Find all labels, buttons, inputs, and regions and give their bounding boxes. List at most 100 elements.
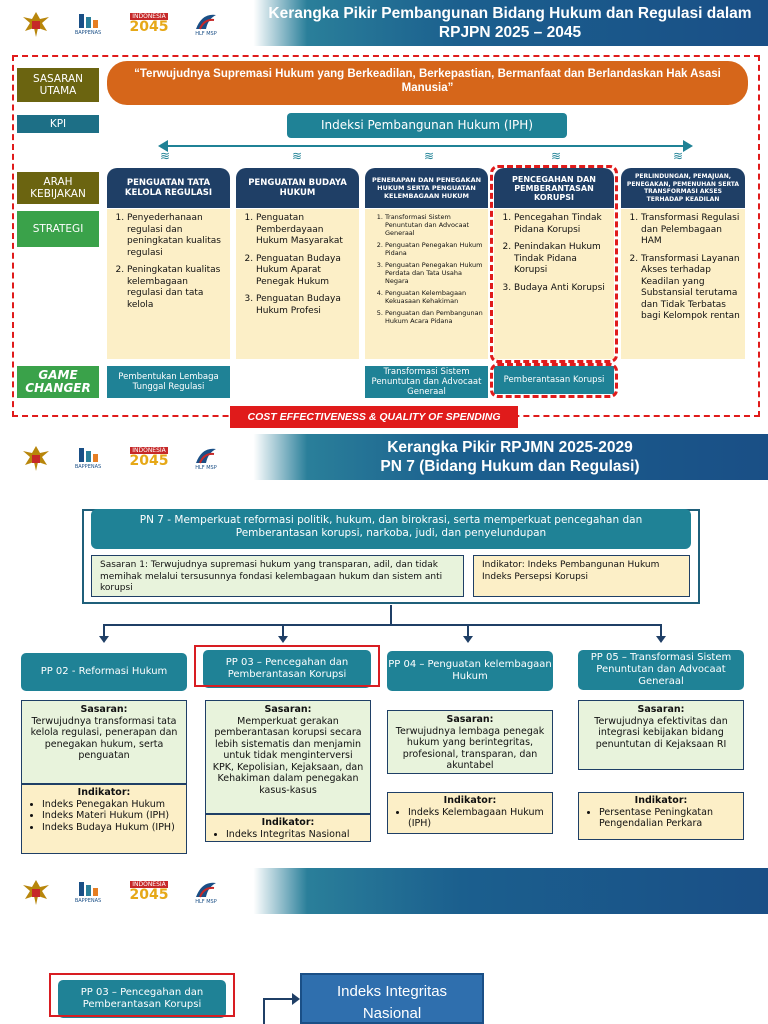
indonesia-2045-logo: INDONESIA 2045 [125, 876, 173, 908]
game-changer-penuntutan: Transformasi Sistem Penuntutan dan Advoc… [365, 366, 488, 398]
bappenas-logo: BAPPENAS [70, 442, 106, 474]
sasaran-text: Terwujudnya efektivitas dan integrasi ke… [594, 715, 728, 750]
program-pp05: PP 05 – Transformasi Sistem Penuntutan d… [578, 650, 744, 690]
hlf-text: HLF MSP [195, 899, 217, 905]
pillar-pencegahan-korupsi: PENCEGAHAN DAN PEMBERANTASAN KORUPSI [494, 168, 614, 208]
pillar-penegakan-hukum: PENERAPAN DAN PENEGAKAN HUKUM SERTA PENG… [365, 168, 488, 208]
pillar-tata-kelola-regulasi: PENGUATAN TATA KELOLA REGULASI [107, 168, 230, 208]
indikator-label: Indikator: [261, 817, 315, 828]
sasaran-text: Memperkuat gerakan pemberantasan korupsi… [212, 715, 364, 796]
slide-rpjpn: BAPPENAS INDONESIA 2045 HLF MSP Kerangka… [0, 0, 768, 432]
program-pp02-indikator: Indikator: Indeks Penegakan Hukum Indeks… [21, 784, 187, 854]
strategy-item: Penguatan Penegakan Hukum Pidana [385, 241, 484, 257]
indikator-item: Indeks Integritas Nasional [226, 829, 364, 841]
strategy-list-3: Transformasi Sistem Penuntutan dan Advoc… [365, 209, 488, 359]
program-pp04-indikator: Indikator: Indeks Kelembagaan Hukum (IPH… [387, 792, 553, 834]
label-game-changer: GAME CHANGER [17, 366, 99, 398]
strategy-item: Transformasi Layanan Akses terhadap Kead… [641, 254, 741, 323]
program-pp03-detail: PP 03 – Pencegahan dan Pemberantasan Kor… [58, 980, 226, 1018]
slide-header: BAPPENAS INDONESIA 2045 HLF MSP [0, 868, 768, 914]
hlf-msp-logo: HLF MSP [190, 8, 222, 40]
slide-rpjmn: BAPPENAS INDONESIA 2045 HLF MSP Kerangka… [0, 434, 768, 866]
year-text: 2045 [129, 453, 169, 469]
strategy-item: Penguatan Kelembagaan Kekuasaan Kehakima… [385, 289, 484, 305]
cost-effectiveness-banner: COST EFFECTIVENESS & QUALITY OF SPENDING [230, 406, 518, 428]
sasaran-label: Sasaran: [80, 704, 128, 715]
arrow-down-icon [99, 636, 109, 643]
label-kpi: KPI [17, 115, 99, 133]
bappenas-logo: BAPPENAS [70, 876, 106, 908]
hlf-text: HLF MSP [195, 31, 217, 37]
strategy-item: Penindakan Hukum Tindak Pidana Korupsi [514, 242, 610, 277]
sasaran-text: Terwujudnya lembaga penegak hukum yang b… [395, 725, 545, 772]
hlf-text: HLF MSP [195, 465, 217, 471]
program-pp03-sasaran: Sasaran: Memperkuat gerakan pemberantasa… [205, 700, 371, 814]
strategy-item: Transformasi Regulasi dan Pelembagaan HA… [641, 213, 741, 248]
tree-trunk [390, 605, 392, 625]
label-arah-kebijakan: ARAH KEBIJAKAN [17, 172, 99, 204]
indikator-label: Indikator: [77, 787, 131, 798]
connector-line [263, 998, 293, 1000]
sasaran-utama-goal: “Terwujudnya Supremasi Hukum yang Berkea… [107, 61, 748, 105]
year-text: 2045 [129, 887, 169, 903]
title-line: Kerangka Pikir RPJMN 2025-2029 [387, 439, 633, 456]
strategy-item: Pencegahan Tindak Pidana Korupsi [514, 213, 610, 236]
tree-drop-2 [282, 624, 284, 638]
highlight-pencegahan-korupsi [490, 165, 618, 363]
wave-icon: ≋ [424, 149, 435, 163]
indonesia-text: INDONESIA [130, 881, 168, 888]
game-changer-regulasi: Pembentukan Lembaga Tunggal Regulasi [107, 366, 230, 398]
strategy-item: Peningkatan kualitas kelembagaan regulas… [127, 265, 226, 311]
sasaran-1-box: Sasaran 1: Terwujudnya supremasi hukum y… [91, 555, 464, 597]
wave-icon: ≋ [551, 149, 562, 163]
garuda-logo [20, 8, 52, 40]
game-changer-korupsi: Pemberantasan Korupsi [494, 366, 614, 394]
strategy-item: Penguatan dan Pembangunan Hukum Acara Pi… [385, 309, 484, 325]
program-pp02: PP 02 - Reformasi Hukum [21, 653, 187, 691]
slide-pp03-detail: BAPPENAS INDONESIA 2045 HLF MSP PP 03 – … [0, 868, 768, 1024]
arrow-down-icon [278, 636, 288, 643]
tree-drop-4 [660, 624, 662, 638]
kpi-iph: Indeksi Pembangunan Hukum (IPH) [287, 113, 567, 138]
program-pp05-sasaran: Sasaran: Terwujudnya efektivitas dan int… [578, 700, 744, 770]
strategy-list-4: Pencegahan Tindak Pidana Korupsi Peninda… [494, 209, 614, 359]
strategy-list-1: Penyederhanaan regulasi dan peningkatan … [107, 209, 230, 359]
highlight-game-changer-korupsi [490, 363, 618, 398]
program-pp05-indikator: Indikator: Persentase Peningkatan Pengen… [578, 792, 744, 840]
indonesia-text: INDONESIA [130, 447, 168, 454]
arrow-down-icon [463, 636, 473, 643]
label-sasaran-utama: SASARAN UTAMA [17, 68, 99, 102]
wave-icon: ≋ [673, 149, 684, 163]
hlf-msp-logo: HLF MSP [190, 876, 222, 908]
strategy-item: Penguatan Pemberdayaan Hukum Masyarakat [256, 213, 355, 248]
label-strategi: STRATEGI [17, 211, 99, 247]
arrow-left-icon [158, 140, 168, 152]
subtitle-line: PN 7 (Bidang Hukum dan Regulasi) [380, 458, 640, 475]
strategy-item: Penguatan Penegakan Hukum Perdata dan Ta… [385, 261, 484, 285]
strategy-list-5: Transformasi Regulasi dan Pelembagaan HA… [621, 209, 745, 359]
indikator-label: Indikator: [443, 795, 497, 806]
sasaran-text: Terwujudnya transformasi tata kelola reg… [30, 715, 178, 762]
indikator-item: Indeks Budaya Hukum (IPH) [42, 822, 180, 834]
program-pp03-indikator: Indikator: Indeks Integritas Nasional [205, 814, 371, 842]
strategy-item: Penguatan Budaya Hukum Profesi [256, 294, 355, 317]
slide-header: BAPPENAS INDONESIA 2045 HLF MSP Kerangka… [0, 434, 768, 480]
strategy-item: Penyederhanaan regulasi dan peningkatan … [127, 213, 226, 259]
connector-line [263, 998, 265, 1024]
indonesia-2045-logo: INDONESIA 2045 [125, 8, 173, 40]
indikator-pn-box: Indikator: Indeks Pembangunan Hukum Inde… [473, 555, 690, 597]
strategy-item: Transformasi Sistem Penuntutan dan Advoc… [385, 213, 484, 237]
sasaran-label: Sasaran: [446, 714, 494, 725]
sasaran-label: Sasaran: [264, 704, 312, 715]
tree-branch [103, 624, 662, 626]
wave-icon: ≋ [292, 149, 303, 163]
program-pp04-sasaran: Sasaran: Terwujudnya lembaga penegak huk… [387, 710, 553, 774]
indonesia-2045-logo: INDONESIA 2045 [125, 442, 173, 474]
sasaran-label: Sasaran: [637, 704, 685, 715]
indonesia-text: INDONESIA [130, 13, 168, 20]
garuda-logo [20, 442, 52, 474]
indikator-item: Indeks Penegakan Hukum [42, 799, 180, 811]
indeks-integritas-nasional-box: Indeks Integritas Nasional [300, 973, 484, 1024]
bappenas-logo: BAPPENAS [70, 8, 106, 40]
indikator-item: Indeks Materi Hukum (IPH) [42, 810, 180, 822]
